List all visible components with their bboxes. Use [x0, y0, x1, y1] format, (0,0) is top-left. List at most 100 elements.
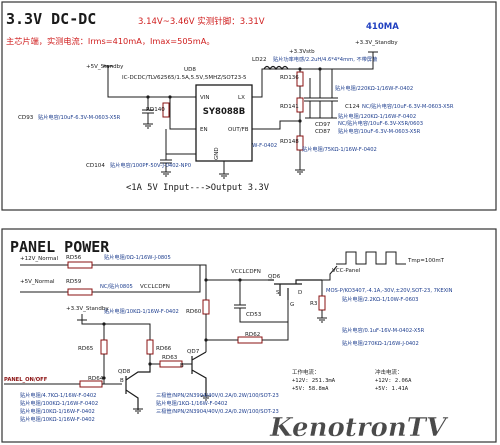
- cd53-ref: CD53: [246, 312, 262, 318]
- qd7-gnd-icon: [201, 395, 211, 401]
- dcdc-output-rail: +3.3V_Standby: [355, 40, 398, 46]
- table-b-1: +12V: 2.06A: [375, 378, 412, 384]
- rd66-resistor-icon: [146, 339, 154, 355]
- rd65-desc: 贴片电阻/10KΩ-1/16W-F-0402: [20, 415, 95, 423]
- dcdc-output-rail-b: +3.3Vstb: [289, 49, 315, 55]
- rd66-desc: 贴片电阻/10KΩ-1/16W-F-0402: [20, 407, 95, 415]
- ic-pin-gnd: GND: [214, 147, 220, 160]
- ic-pin-vin: VIN: [200, 95, 210, 101]
- dcdc-vin-wire: [107, 72, 196, 98]
- vcc-rail-wire: [200, 264, 268, 281]
- qd7-pin-b: B: [180, 363, 184, 369]
- rd62-ref: RD62: [245, 332, 260, 338]
- sy8088b-ic-body: [195, 84, 253, 162]
- panel-input-rail: +12V_Normal: [20, 256, 58, 262]
- qd6-mosfet-icon: [268, 279, 322, 300]
- dcdc-note: 主芯片端，实测电流：Irms=410mA，Imax=505mA。: [6, 36, 215, 46]
- rd148-ref: RD148: [280, 139, 299, 145]
- qd6-ref: QD6: [268, 274, 281, 280]
- dcdc-en-wire: [169, 97, 196, 130]
- rd64-desc: 贴片电阻/4.7KΩ-1/16W-F-0402: [20, 391, 96, 399]
- ic-gnd-icon: [219, 161, 229, 179]
- rd59-wire: [20, 265, 201, 293]
- standby-rail-wire: [81, 320, 151, 340]
- panel-control: PANEL_ON/OFF: [4, 377, 48, 383]
- cd93-ref: CD93: [18, 115, 34, 121]
- ld22-inductor-icon: [263, 65, 289, 71]
- qd8-pin-b: B: [120, 378, 124, 384]
- cd104-ref: CD104: [86, 163, 105, 169]
- rd66-ref: RD66: [156, 346, 172, 352]
- panel-vcc-panel: VCC-Panel: [332, 268, 361, 274]
- rd56-ref: RD56: [66, 255, 82, 261]
- c097-ref: CD97: [315, 122, 331, 128]
- rd140-ref: RD140: [146, 107, 165, 113]
- table-a-1: +12V: 251.3mA: [292, 378, 336, 384]
- qd7-ref: QD7: [187, 349, 200, 355]
- r3-ref: R3: [310, 301, 318, 307]
- panel-standby-rail: +3.3V_Standby: [66, 306, 109, 312]
- rd63-resistor-icon: [159, 360, 183, 368]
- cd104-desc: 贴片电容/100PF-50V-J-0402-NP0: [110, 161, 191, 169]
- rd136-desc: 贴片电阻/220KΩ-1/16W-F-0402: [335, 84, 413, 92]
- cd97-capacitor-icon: [314, 69, 326, 118]
- qd8-gnd-icon: [133, 408, 143, 414]
- qd7-desc: 三极管/NPN/2N3904/40V/0.2A/0.2W/100/SOT-23: [156, 407, 279, 415]
- rd60-resistor-icon: [202, 299, 210, 315]
- ld22-desc: 贴片功率电感/2.2uH/4.6*4*4mm, 不带屏蔽: [273, 55, 378, 63]
- pulse-label: Tmp=100mT: [407, 258, 445, 264]
- qd6-pin-d: D: [298, 290, 302, 296]
- qd6-pin-s: S: [276, 290, 280, 296]
- r3-gnd-icon: [317, 310, 327, 323]
- dcdc-gnd-icon-2: [161, 171, 171, 177]
- dcdc-io-note: <1A 5V Input--->Output 3.3V: [126, 183, 270, 193]
- rd62-wire: [206, 322, 289, 341]
- qd8-npn-transistor-icon: [125, 364, 151, 410]
- table-head-b: 冲击电流：: [375, 368, 403, 376]
- dcdc-lx-wire: [252, 68, 300, 98]
- rd148-desc: 贴片电阻/75KΩ-1/16W-F-0402: [302, 145, 377, 153]
- dcdc-output-wire: [300, 52, 374, 70]
- panel-junction-4: [102, 322, 106, 326]
- dcdc-input-arrow-icon: [103, 65, 113, 72]
- panel-vcc-net: VCCLCDFN: [140, 284, 170, 290]
- qd7-npn-transistor-icon: [191, 351, 207, 396]
- panel-input-rail2: +5V_Normal: [20, 279, 55, 285]
- table-head-a: 工作电流：: [292, 368, 320, 376]
- ic-pin-lx: LX: [238, 95, 245, 101]
- rd59-desc: NC/贴片0805: [100, 282, 133, 290]
- qd8-ref: QD8: [118, 369, 131, 375]
- dcdc-input-rail: +5V_Standby: [86, 64, 124, 70]
- control-wire: [4, 378, 105, 385]
- r-bottom-desc: 贴片电阻/270KΩ-1/16W-J-0402: [342, 339, 419, 347]
- panel-junction-3: [204, 338, 208, 342]
- r3-resistor-icon: [318, 295, 326, 311]
- rd141-resistor-icon: [296, 97, 304, 113]
- cd93-desc: 贴片电容/10uF-6.3V-M-0603-X5R: [38, 113, 121, 121]
- pulse-waveform-icon: [336, 251, 406, 265]
- rd64-ref: RD64: [88, 376, 104, 382]
- dcdc-title: 3.3V DC-DC: [6, 10, 96, 28]
- rd136-ref: RD136: [280, 75, 299, 81]
- rd65-ref: RD65: [78, 346, 94, 352]
- c087-desc: 贴片电容/10uF-6.3V-M-0603-X5R: [338, 127, 421, 135]
- rd141-ref: RD141: [280, 104, 299, 110]
- watermark-logo: KenotronTV: [269, 413, 449, 443]
- ic-ref: UD8: [184, 67, 196, 73]
- cd87-capacitor-icon: [326, 69, 338, 118]
- rd136-resistor-icon: [296, 71, 304, 87]
- rd63-ref: RD63: [162, 355, 178, 361]
- vcc-panel-arrow-icon: [322, 265, 338, 281]
- dcdc-fb-return-wire: [252, 120, 300, 130]
- c087-ref: CD87: [315, 129, 331, 135]
- panel-vcc-net2: VCCLCDFN: [231, 269, 261, 275]
- rd56-resistor-icon: [67, 261, 93, 269]
- rd148-resistor-icon: [296, 135, 304, 151]
- r3-desc: 贴片电阻/2.2KΩ-1/10W-F-0603: [342, 295, 418, 303]
- c124-ref: C124: [345, 104, 360, 110]
- rd60-desc: 贴片电阻/10KΩ-1/16W-F-0402: [104, 307, 179, 315]
- rd56-desc: 贴片电阻/0Ω-1/16W-J-0805: [104, 253, 171, 261]
- dcdc-gnd-icon-3: [295, 169, 305, 175]
